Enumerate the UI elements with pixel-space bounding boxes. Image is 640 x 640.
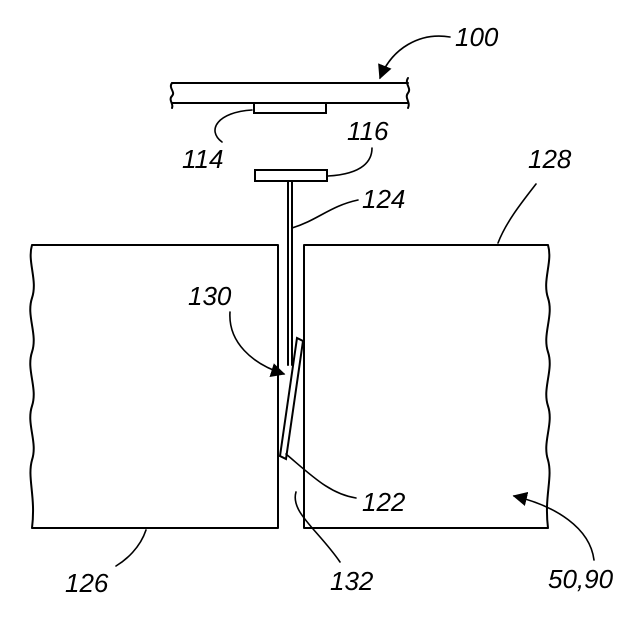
leader-100 [380, 36, 450, 78]
label-124: 124 [362, 184, 405, 214]
label-100: 100 [455, 22, 499, 52]
left-block-126 [30, 245, 278, 528]
leader-124 [292, 200, 358, 228]
leader-130 [230, 312, 284, 374]
leader-116 [328, 148, 372, 176]
leader-114 [215, 110, 252, 142]
right-block-128 [304, 245, 550, 528]
rod-124 [288, 181, 292, 365]
label-114: 114 [182, 144, 223, 174]
leader-126 [116, 530, 146, 566]
leader-128 [498, 184, 536, 243]
label-122: 122 [362, 487, 406, 517]
label-126: 126 [65, 568, 109, 598]
label-130: 130 [188, 281, 232, 311]
component-116 [255, 170, 327, 181]
label-116: 116 [347, 116, 389, 146]
label-132: 132 [330, 566, 374, 596]
component-114 [254, 103, 326, 113]
label-50-90: 50,90 [548, 564, 614, 594]
label-128: 128 [528, 144, 572, 174]
